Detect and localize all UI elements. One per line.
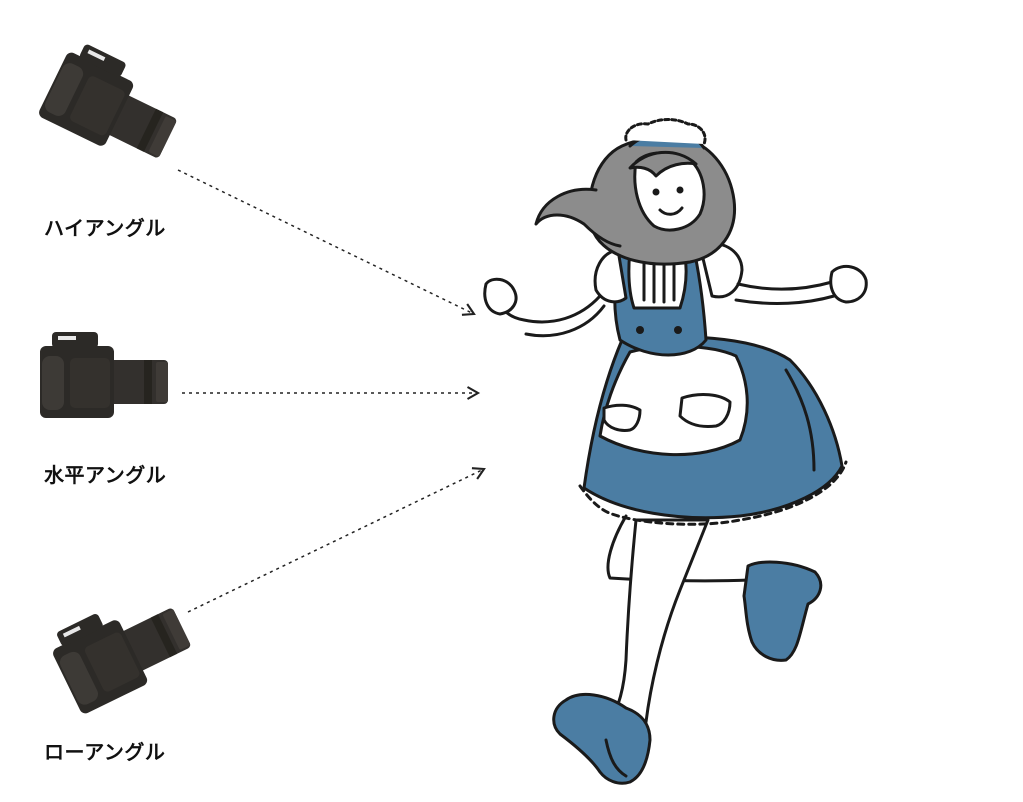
low-angle-label: ローアングル xyxy=(44,740,166,764)
level-angle-label: 水平アングル xyxy=(44,463,167,487)
low-angle-camera-icon xyxy=(44,581,198,716)
high-angle-arrow xyxy=(177,169,476,316)
low-angle-arrow xyxy=(187,467,486,613)
level-angle-camera-icon xyxy=(40,332,168,418)
high-angle-label: ハイアングル xyxy=(44,216,166,240)
maid-figure-illustration xyxy=(483,118,868,785)
high-angle-camera-icon xyxy=(37,38,190,172)
